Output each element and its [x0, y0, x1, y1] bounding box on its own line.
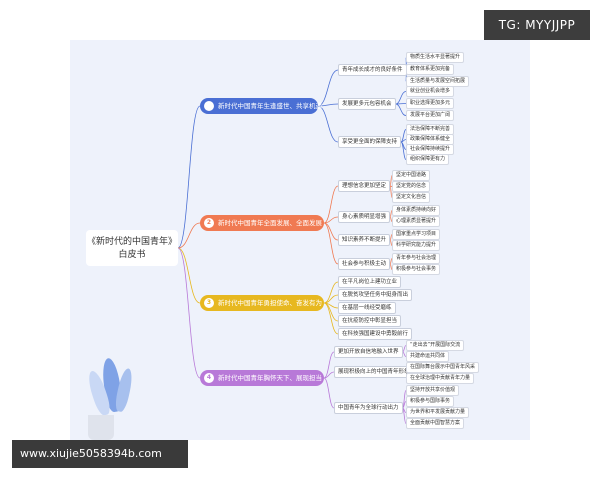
branch-2: 2 新时代中国青年全面发展、全面发展 [200, 215, 324, 231]
connector [177, 247, 201, 379]
branch-label: 新时代中国青年勇担使命、奋发有为 [218, 299, 322, 307]
leaf-node: 心理素质显著提升 [392, 216, 441, 227]
leaf-node: 坚定中国道路 [392, 170, 431, 181]
connector [395, 103, 407, 116]
connector [323, 371, 335, 379]
connector [389, 216, 393, 222]
leaf-node: 发展平台更加广阔 [406, 110, 455, 121]
sub-node: 在抗疫防控中彰显担当 [338, 315, 402, 327]
sub-node: 享受更全面的保障支持 [338, 136, 402, 148]
branch-3: 3 新时代中国青年勇担使命、奋发有为 [200, 295, 324, 311]
sub-node: 在基层一线经受磨练 [338, 302, 396, 314]
plant-pot-icon [88, 415, 114, 440]
leaf-node: 在全球治理中贡献青年力量 [406, 373, 475, 384]
root-node: 《新时代的中国青年》 白皮书 [86, 230, 178, 266]
connector [323, 302, 339, 335]
leaf-node: 职业选择更加多元 [406, 98, 455, 109]
sub-node: 社会参与积极主动 [338, 258, 391, 270]
leaf-node: 共建命运共同体 [406, 351, 450, 362]
leaf-node: 物质生活水平显著提升 [406, 52, 465, 63]
connector [177, 222, 201, 249]
sub-node: 在平凡岗位上建功立业 [338, 276, 402, 288]
connector [317, 103, 339, 107]
leaf-node: 青年参与社会治理 [392, 253, 441, 264]
watermark-bottom: www.xiujie5058394b.com [12, 440, 188, 468]
connector [395, 91, 407, 105]
branch-number: 4 [204, 373, 214, 383]
branch-number: 3 [204, 298, 214, 308]
connector [389, 239, 393, 246]
leaf-node: 国家重点学习项目 [392, 229, 441, 240]
connector [323, 216, 339, 224]
connector [323, 222, 339, 265]
branch-label: 新时代中国青年胸怀天下、展现担当 [218, 374, 322, 382]
branch-4: 4 新时代中国青年胸怀天下、展现担当 [200, 370, 324, 386]
leaf-node: 就业创业机会增多 [406, 86, 455, 97]
connector-lines [177, 57, 414, 424]
sub-node: 在科技强国建设中勇毅前行 [338, 328, 413, 340]
connector [317, 69, 339, 107]
sub-node: 知识素养不断提升 [338, 234, 391, 246]
leaf-node: 坚持开放共享价值观 [406, 385, 460, 396]
connector [323, 281, 339, 304]
connector [177, 105, 201, 249]
leaf-node: 科学研究能力提升 [392, 240, 441, 251]
leaf-node: 积极参与社会事务 [392, 264, 441, 275]
leaf-node: 教育体系更加完备 [406, 64, 455, 75]
leaf-node: 积极参与国际事务 [406, 396, 455, 407]
branch-number: 2 [204, 218, 214, 228]
sub-node: 身心素质明显增强 [338, 211, 391, 223]
root-subtitle: 白皮书 [118, 250, 146, 260]
leaf-node: 坚定文化自信 [392, 192, 431, 203]
connector [317, 105, 339, 143]
root-title: 《新时代的中国青年》 [86, 237, 177, 247]
leaf-node: 全面贡献中国智慧方案 [406, 418, 465, 429]
connector [323, 185, 339, 224]
connector [402, 351, 407, 357]
sub-node: 更加开放自信地融入世界 [334, 346, 403, 358]
mindmap-canvas: 《新时代的中国青年》 白皮书 1 新时代中国青年生逢盛世、共享机遇 青年成长成才… [70, 40, 530, 440]
connector [323, 377, 335, 409]
branch-label: 新时代中国青年生逢盛世、共享机遇 [218, 102, 322, 110]
connector [402, 407, 407, 424]
sub-node: 发展更多元包容机会 [338, 98, 396, 110]
branch-label: 新时代中国青年全面发展、全面发展 [218, 219, 322, 227]
sub-node: 展现积极向上的中国青年形象 [334, 366, 414, 378]
sub-node: 中国青年为全球行动出力 [334, 402, 403, 414]
leaf-node: 为世界和平发展贡献力量 [406, 407, 470, 418]
connector [389, 185, 393, 198]
connector [400, 141, 407, 160]
leaf-node: 组织保障更有力 [406, 154, 450, 165]
connector [323, 351, 335, 379]
leaf-node: 身体素质持续向好 [392, 205, 441, 216]
connector [389, 263, 393, 270]
sub-node: 青年成长成才的良好条件 [338, 64, 407, 76]
leaf-node: 在国际舞台展示中国青年风采 [406, 362, 480, 373]
leaf-node: 坚定党的信念 [392, 181, 431, 192]
sub-node: 理想信念更加坚定 [338, 180, 391, 192]
sub-node: 在脱贫攻坚任务中挺身而出 [338, 289, 413, 301]
branch-number: 1 [204, 101, 214, 111]
leaf-node: “走出去”开展国际交流 [406, 340, 465, 351]
watermark-top: TG: MYYJJPP [484, 10, 590, 40]
connector [177, 247, 201, 304]
branch-1: 1 新时代中国青年生逢盛世、共享机遇 [200, 98, 322, 114]
